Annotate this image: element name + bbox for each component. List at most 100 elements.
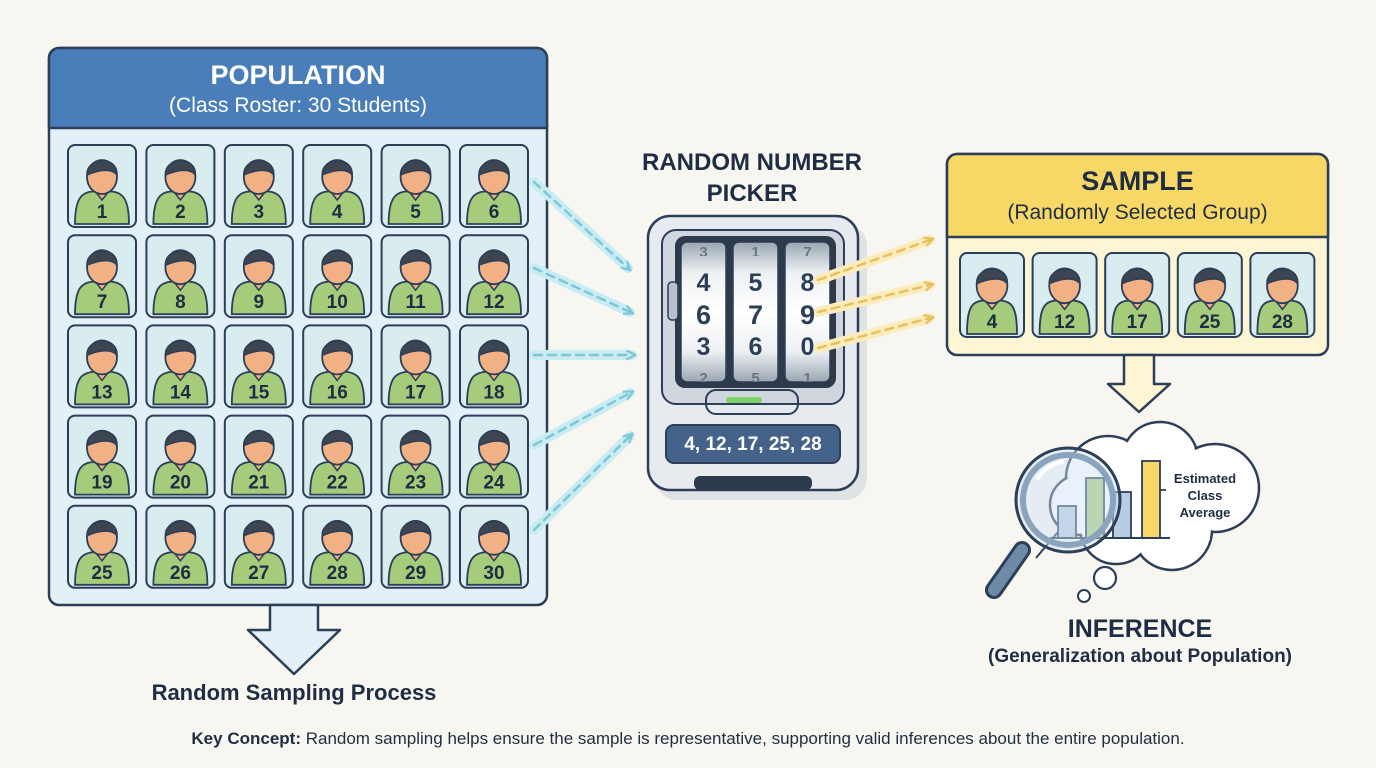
reel-digit: 5 <box>748 269 763 297</box>
inference-subtitle: (Generalization about Population) <box>988 646 1292 667</box>
population-student-number: 17 <box>405 382 426 403</box>
sample-student-card: 17 <box>1104 252 1171 338</box>
population-student-card: 22 <box>302 414 373 499</box>
picker-result-display <box>665 424 841 464</box>
sample-student-card: 4 <box>959 252 1025 338</box>
population-student-number: 24 <box>483 473 505 494</box>
reel-digit: 9 <box>799 300 816 330</box>
reel-digit: 3 <box>696 333 711 361</box>
population-student-card: 24 <box>459 414 529 499</box>
population-student-number: 19 <box>91 473 112 494</box>
reel-digit: 6 <box>695 300 712 330</box>
population-student-number: 13 <box>91 382 112 403</box>
population-student-card: 20 <box>145 414 216 499</box>
hair-icon <box>243 160 275 178</box>
hair-icon <box>321 340 353 358</box>
estimate-chart <box>1050 460 1170 539</box>
population-student-card: 21 <box>223 414 294 499</box>
hair-icon <box>478 250 510 268</box>
population-student-number: 1 <box>97 202 108 223</box>
sample-subtitle: (Randomly Selected Group) <box>1007 201 1268 224</box>
hair-icon <box>399 250 432 268</box>
sample-down-arrow <box>1106 353 1172 414</box>
population-student-number: 12 <box>483 292 504 313</box>
population-student-number: 28 <box>327 563 348 584</box>
hair-icon <box>1193 268 1226 286</box>
population-student-card: 23 <box>380 414 451 499</box>
population-student-card: 26 <box>145 504 216 589</box>
population-student-number: 23 <box>405 473 426 494</box>
reel-digit: 2 <box>699 370 708 382</box>
population-student-number: 26 <box>170 563 191 584</box>
population-student-card: 30 <box>459 504 529 589</box>
population-student-card: 5 <box>380 144 451 228</box>
population-student-card: 2 <box>145 144 216 228</box>
hair-icon <box>86 250 118 268</box>
population-student-number: 11 <box>406 292 427 313</box>
sample-student-card: 28 <box>1249 252 1316 338</box>
hair-icon <box>164 430 197 448</box>
population-student-number: 8 <box>175 292 186 313</box>
population-student-card: 27 <box>223 504 294 589</box>
population-student-number: 29 <box>405 563 426 584</box>
hair-icon <box>164 340 197 358</box>
hair-icon <box>243 520 275 538</box>
chart-label-line1: Estimated <box>1173 471 1237 486</box>
hair-icon <box>478 340 510 358</box>
population-student-number: 18 <box>483 382 504 403</box>
reel-digit: 1 <box>751 244 760 256</box>
hair-icon <box>399 160 432 178</box>
population-student-number: 6 <box>489 202 500 223</box>
population-student-card: 6 <box>459 144 529 228</box>
hair-icon <box>975 268 1009 286</box>
hair-icon <box>399 340 432 358</box>
yellow-arrow-1 <box>813 235 930 285</box>
hair-icon <box>321 520 353 538</box>
hair-icon <box>86 520 118 538</box>
population-student-card: 14 <box>145 324 216 409</box>
chart-bar-estimate <box>1141 460 1161 539</box>
population-student-number: 10 <box>327 292 348 313</box>
hair-icon <box>478 520 510 538</box>
hair-icon <box>321 250 353 268</box>
reel-digit: 8 <box>800 269 815 297</box>
hair-icon <box>478 160 510 178</box>
hair-icon <box>1048 268 1081 286</box>
population-student-number: 7 <box>97 292 108 313</box>
sample-student-card: 12 <box>1031 252 1098 338</box>
reel-digit: 0 <box>800 333 815 361</box>
population-student-card: 4 <box>302 144 373 228</box>
reel-digit: 6 <box>748 333 763 361</box>
population-student-number: 5 <box>410 202 421 223</box>
reel-2 <box>732 242 779 382</box>
chart-label: Estimated Class Average <box>1168 470 1242 521</box>
reel-digit: 5 <box>751 370 760 382</box>
population-student-number: 15 <box>248 382 270 403</box>
reel-digit: 7 <box>803 244 812 256</box>
reel-1 <box>681 242 727 382</box>
population-student-number: 25 <box>91 563 113 584</box>
population-student-card: 15 <box>223 324 294 409</box>
population-student-number: 14 <box>170 382 192 403</box>
population-student-card: 17 <box>380 324 451 409</box>
process-down-arrow <box>246 603 342 676</box>
key-concept-label: Key Concept: <box>191 729 301 748</box>
population-student-number: 22 <box>327 473 348 494</box>
cyan-arrows <box>529 177 637 535</box>
population-student-card: 28 <box>302 504 373 589</box>
arrow-row-1 <box>529 177 633 273</box>
population-student-card: 1 <box>67 144 137 228</box>
arrow-row-4 <box>529 388 630 450</box>
population-student-number: 21 <box>248 473 270 494</box>
hair-icon <box>243 430 275 448</box>
arrow-row-2 <box>529 263 630 317</box>
hair-icon <box>399 430 432 448</box>
yellow-arrows <box>813 235 930 353</box>
hair-icon <box>478 430 510 448</box>
population-student-card: 10 <box>302 234 373 319</box>
reel-digit: 4 <box>696 269 711 297</box>
population-student-card: 16 <box>302 324 373 409</box>
sample-student-number: 25 <box>1199 312 1221 333</box>
